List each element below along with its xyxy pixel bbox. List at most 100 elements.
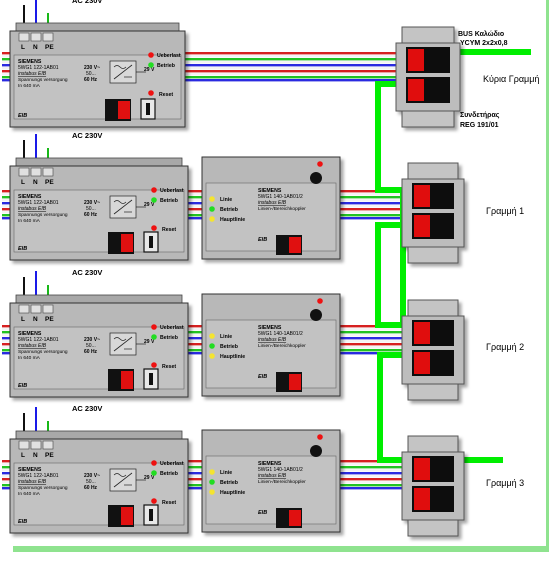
bus-wire-strand (2, 64, 402, 67)
psu-top-rail (15, 22, 180, 32)
bus-wire-strand (2, 70, 402, 73)
led-overload-label: Ueberlast (160, 461, 184, 467)
terminal-label: N (33, 316, 38, 323)
reset-button-knob (149, 373, 153, 385)
connector-black-pin (432, 215, 448, 237)
reset-label: Reset (162, 227, 176, 233)
reset-button-knob (149, 509, 153, 521)
led-run-label: Betrieb (160, 471, 178, 477)
reset-button-knob (149, 236, 153, 248)
bus-terminal-red (118, 101, 130, 119)
connector-model: REG 191/01 (460, 122, 499, 129)
ac-symbol (113, 337, 127, 341)
bus-terminal-red (121, 507, 133, 525)
coupler-desc: Linien-/Bereichkoppler (258, 343, 306, 349)
connector-red-pin (414, 185, 430, 207)
led-overload (151, 187, 157, 193)
coupler-led-label: Linie (220, 334, 232, 340)
terminal-label: N (33, 44, 38, 51)
coupler-model: 5WG1 140-1AB01/2 (258, 467, 303, 473)
psu-vin: 230 V~ (84, 473, 100, 479)
psu-desc: Spannungs versorgung (18, 212, 68, 218)
coupler-led (209, 479, 215, 485)
psu-eib-label: EIB (18, 113, 27, 119)
terminal-block (30, 440, 42, 450)
connector-black-pin (432, 352, 448, 374)
psu-vin-range: 50... (86, 343, 96, 349)
terminal-label: PE (45, 452, 54, 459)
psu-vin-range: 50... (86, 479, 96, 485)
reset-label: Reset (162, 500, 176, 506)
connector-black-pin (432, 322, 448, 344)
coupler-led (209, 333, 215, 339)
psu-rating: In 640 mA (18, 218, 41, 224)
connector-black-pin (426, 49, 442, 71)
coupler-led (209, 216, 215, 222)
coupler-led-label: Betrieb (220, 207, 238, 213)
terminal-block (42, 32, 54, 42)
coupler-bus: instabus EIB (258, 337, 287, 343)
coupler-prog-button (310, 172, 322, 184)
terminal-label: PE (45, 316, 54, 323)
line-label: Γραμμή 1 (486, 206, 524, 216)
psu-vin: 230 V~ (84, 337, 100, 343)
bus-wire-strand (2, 52, 402, 55)
bus-wire-strand (2, 76, 402, 79)
connector-red-pin (414, 458, 430, 480)
reset-led (151, 225, 157, 231)
transformer-slash (113, 199, 133, 215)
coupler-desc: Linien-/Bereichkoppler (258, 206, 306, 212)
transformer-slash (113, 472, 133, 488)
led-overload (151, 460, 157, 466)
coupler-brand: SIEMENS (258, 461, 282, 467)
led-overload-label: Ueberlast (157, 53, 181, 59)
connector-red-pin (414, 352, 430, 374)
coupler-eib-label: EIB (258, 237, 267, 243)
coupler-led (209, 489, 215, 495)
psu-desc: Spannungs versorgung (18, 77, 68, 83)
coupler-bus-terminal-red (289, 510, 301, 526)
bus-cable-spec: YCYM 2x2x0,8 (460, 40, 508, 47)
bus-wire-strand (2, 55, 402, 58)
bus-terminal-red (121, 371, 133, 389)
terminal-block (30, 32, 42, 42)
coupler-led (209, 469, 215, 475)
ac-symbol (113, 473, 127, 477)
led-run (151, 197, 157, 203)
line-label: Γραμμή 3 (486, 478, 524, 488)
psu-eib-label: EIB (18, 519, 27, 525)
led-run (151, 470, 157, 476)
psu-top-rail (15, 430, 183, 440)
supply-label: AC 230V (72, 0, 102, 5)
terminal-block (18, 32, 30, 42)
bus-wire-strand (2, 73, 402, 76)
psu-eib-label: EIB (18, 383, 27, 389)
supply-label: AC 230V (72, 404, 102, 413)
terminal-label: N (33, 179, 38, 186)
coupler-led (209, 343, 215, 349)
led-run (151, 334, 157, 340)
led-run-label: Betrieb (157, 63, 175, 69)
psu-vin-range: 50... (86, 71, 96, 77)
terminal-block (18, 304, 30, 314)
coupler-led-label: Linie (220, 470, 232, 476)
reset-label: Reset (162, 364, 176, 370)
bus-wire-strand (2, 79, 402, 82)
transformer-slash (113, 336, 133, 352)
psu-freq: 60 Hz (84, 485, 98, 491)
coupler-eib-label: EIB (258, 374, 267, 380)
led-run-label: Betrieb (160, 335, 178, 341)
psu-vout: 29 V (144, 202, 155, 208)
coupler-brand: SIEMENS (258, 188, 282, 194)
coupler-led (209, 206, 215, 212)
psu-freq: 60 Hz (84, 77, 98, 83)
psu-top-rail (15, 157, 183, 167)
coupler-brand: SIEMENS (258, 325, 282, 331)
psu-vout: 29 V (144, 475, 155, 481)
coupler-led-label: Hauptlinie (220, 490, 245, 496)
